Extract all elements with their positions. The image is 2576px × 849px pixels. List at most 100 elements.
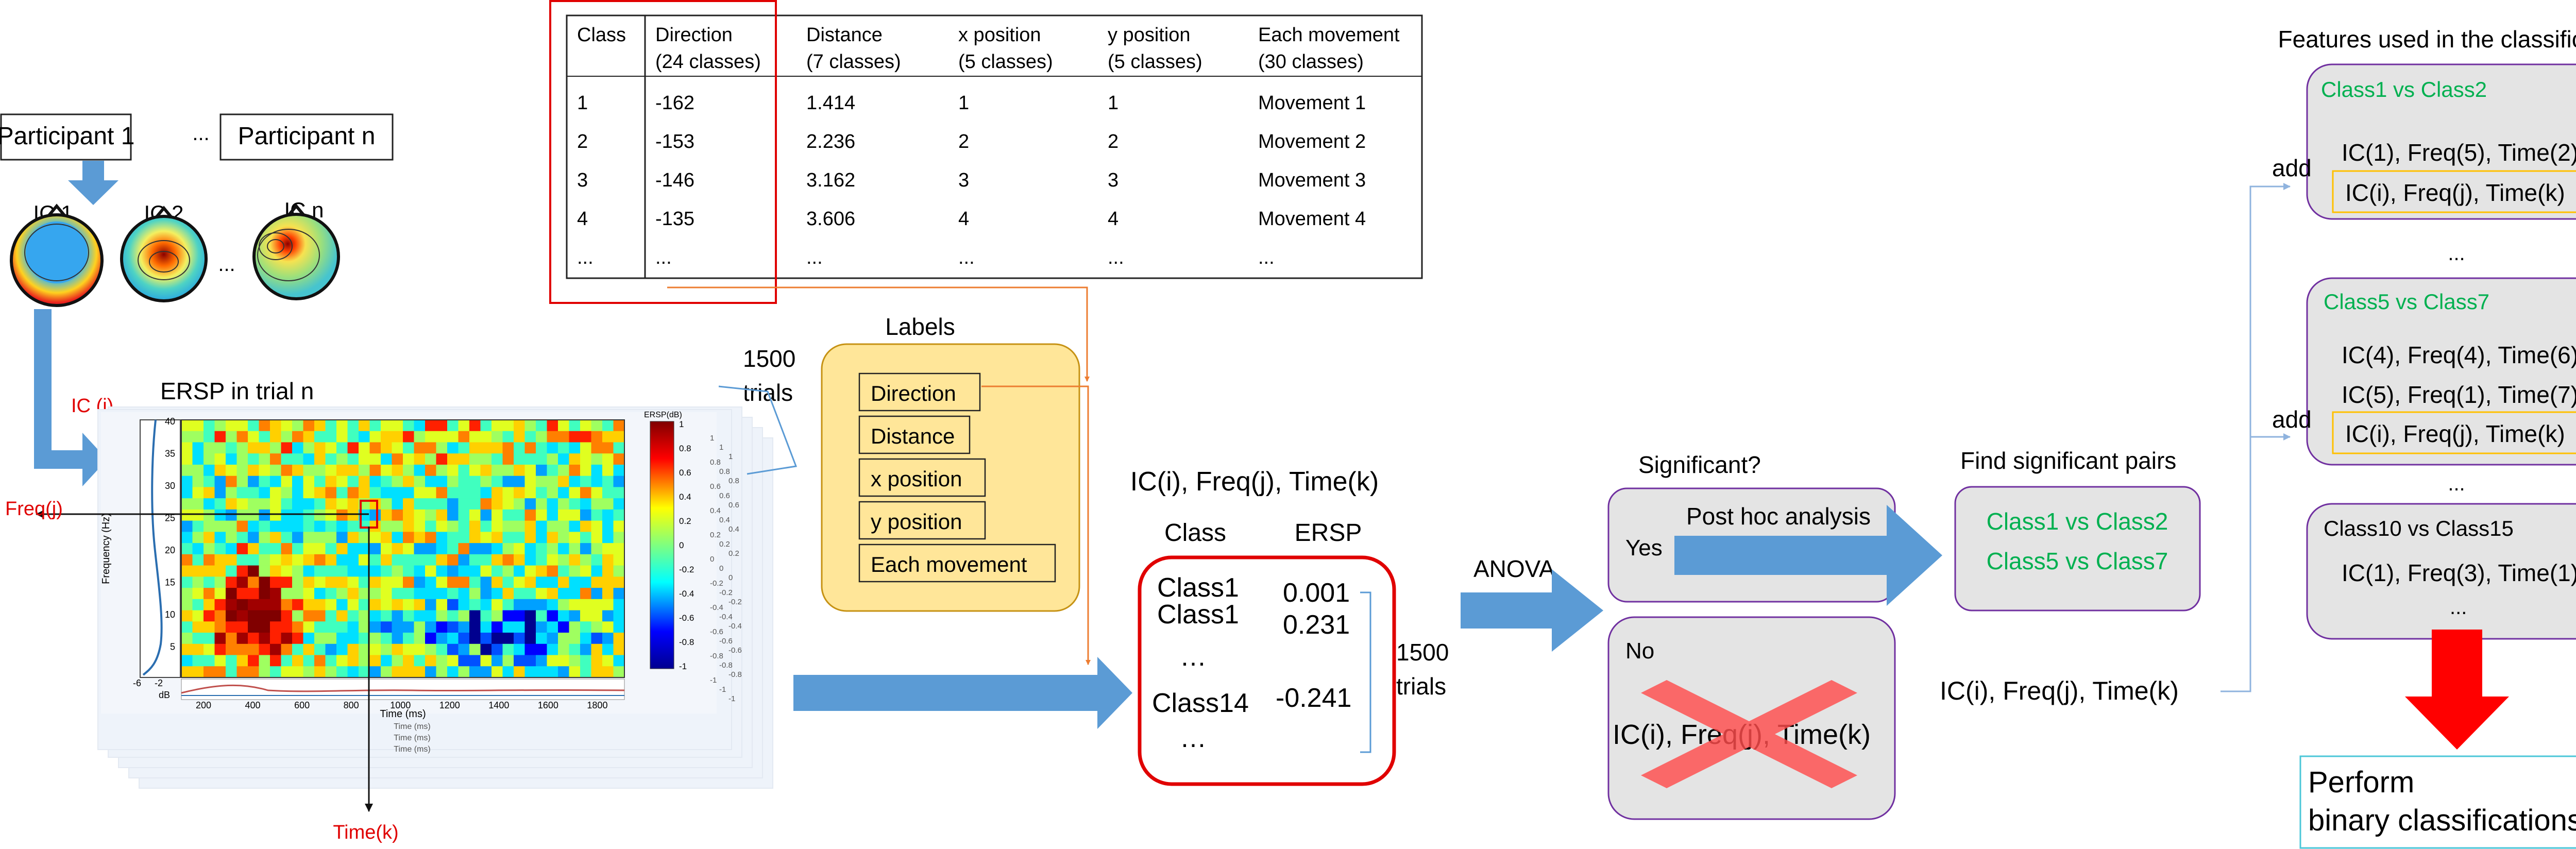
label-item-each-movement: Each movement	[871, 552, 1027, 576]
stacked-tick: 0.2	[728, 549, 739, 558]
stacked-tick: -0.4	[728, 622, 742, 631]
stacked-tick: 0.8	[719, 467, 730, 476]
table-cell-3-3: 4	[958, 208, 969, 230]
stacked-tick: -1	[710, 676, 717, 685]
table-cell-0-5: Movement 1	[1258, 92, 1366, 114]
pair-item-2: Class5 vs Class7	[1987, 548, 2168, 574]
colorbar-tick: 0	[679, 540, 684, 550]
table-cell-0-0: 1	[577, 92, 588, 114]
features-ellipsis-2: ...	[2448, 472, 2465, 495]
colorbar-tick: -0.2	[679, 565, 694, 574]
table-cell-0-2: 1.414	[806, 92, 855, 114]
perform-line-1: Perform	[2308, 766, 2414, 799]
ersp-xtick: 200	[196, 700, 211, 710]
stacked-tick: -0.2	[728, 598, 742, 606]
icn-scalp-map	[252, 203, 340, 300]
ersp-to-feature-arrow	[793, 657, 1132, 729]
participant-1-box: Participant 1	[0, 113, 134, 161]
ersp-ytick: 35	[165, 449, 175, 459]
ersp-xtick: 1000	[390, 700, 411, 710]
stacked-tick: 0.6	[719, 491, 730, 500]
table-header-2-1: (7 classes)	[806, 51, 901, 73]
table-cell-2-1: -146	[655, 169, 694, 191]
posthoc-arrow	[1674, 505, 1942, 606]
labels-items: Direction Distance x position y position…	[858, 372, 1056, 583]
ic1-scalp-map	[10, 203, 104, 307]
table-cell-2-5: Movement 3	[1258, 169, 1366, 191]
table-cell-3-0: 4	[577, 208, 588, 230]
table-cell-0-1: -162	[655, 92, 694, 114]
ersp-title: ERSP in trial n	[160, 378, 314, 404]
stacked-tick: -0.8	[728, 670, 742, 679]
feature-group-1	[2306, 63, 2576, 220]
feature-row-2-value: 0.231	[1283, 610, 1350, 640]
ersp-heatmap	[181, 420, 625, 678]
pairs-feature-out: IC(i), Freq(j), Time(k)	[1940, 676, 2179, 705]
feature-trials-count: 1500	[1396, 639, 1449, 666]
labels-title: Labels	[885, 313, 955, 340]
table-cell-0-3: 1	[958, 92, 969, 114]
freq-label: Freq(j)	[5, 498, 63, 520]
ersp-trials-brace	[718, 385, 798, 475]
stacked-tick: -1	[728, 694, 735, 703]
stacked-tick: 0	[728, 573, 733, 582]
label-item-direction: Direction	[871, 381, 956, 405]
colorbar-tick: 1	[679, 419, 684, 429]
direction-highlight-box	[549, 0, 777, 304]
stacked-tick: 1	[710, 434, 714, 443]
ersp-colorbar	[650, 421, 674, 669]
ersp-side-spectrum	[142, 419, 163, 676]
significant-no-label: No	[1625, 638, 1654, 664]
table-header-4-0: y position	[1108, 24, 1191, 46]
ic-to-ersp-arrow	[34, 309, 107, 486]
feature-row-3-class: …	[1180, 642, 1207, 672]
ersp-side-tick-2: -2	[155, 678, 163, 688]
table-cell-1-3: 2	[958, 131, 969, 152]
table-cell-3-1: -135	[655, 208, 694, 230]
colorbar-tick: 0.4	[679, 492, 691, 502]
anova-arrow	[1461, 569, 1603, 652]
ersp-xtick: 1400	[488, 700, 509, 710]
table-cell-1-5: Movement 2	[1258, 131, 1366, 152]
stacked-xlabel: Time (ms)	[394, 722, 430, 731]
participant-1-label: Participant 1	[0, 123, 134, 150]
stacked-xlabel: Time (ms)	[394, 734, 430, 742]
table-to-labels-connector	[667, 286, 1090, 382]
time-label: Time(k)	[333, 822, 398, 843]
feature-trials-word: trials	[1396, 673, 1446, 700]
posthoc-label: Post hoc analysis	[1686, 503, 1871, 530]
table-header-2-0: Distance	[806, 24, 883, 46]
table-cell-2-2: 3.162	[806, 169, 855, 191]
ersp-xtick: 1600	[538, 700, 558, 710]
colorbar-ticks: 10.80.60.40.20-0.2-0.4-0.6-0.8-1	[679, 419, 694, 671]
feature-group-1-line-1: IC(1), Freq(5), Time(2)	[2342, 139, 2576, 166]
colorbar-title: ERSP(dB)	[644, 411, 682, 419]
colorbar-tick: -0.6	[679, 613, 694, 623]
table-cell-4-3: ...	[958, 247, 975, 268]
colorbar-tick: -1	[679, 661, 687, 671]
feature-group-1-add-label: add	[2272, 155, 2312, 181]
table-cell-3-4: 4	[1108, 208, 1118, 230]
ersp-ytick: 15	[165, 578, 175, 588]
ersp-xtick: 400	[245, 700, 261, 710]
stacked-tick: 0.2	[719, 540, 730, 549]
ersp-xtick: 1200	[439, 700, 460, 710]
feature-group-1-title: Class1 vs Class2	[2321, 77, 2487, 101]
stacked-tick: -0.2	[710, 579, 723, 588]
ersp-ytick: 10	[165, 609, 175, 620]
significant-yes-label: Yes	[1625, 535, 1663, 561]
stacked-tick: 0.6	[728, 501, 739, 510]
feature-row-1-value: 0.001	[1283, 578, 1350, 608]
stacked-tick: -0.8	[719, 661, 733, 670]
table-cell-4-5: ...	[1258, 247, 1275, 268]
table-cell-1-4: 2	[1108, 131, 1118, 152]
stacked-tick: 1	[719, 443, 723, 452]
stacked-tick: 0.4	[728, 525, 739, 534]
label-item-x-position: x position	[871, 467, 962, 491]
feature-group-2-line-2: IC(5), Freq(1), Time(7)	[2342, 381, 2576, 408]
